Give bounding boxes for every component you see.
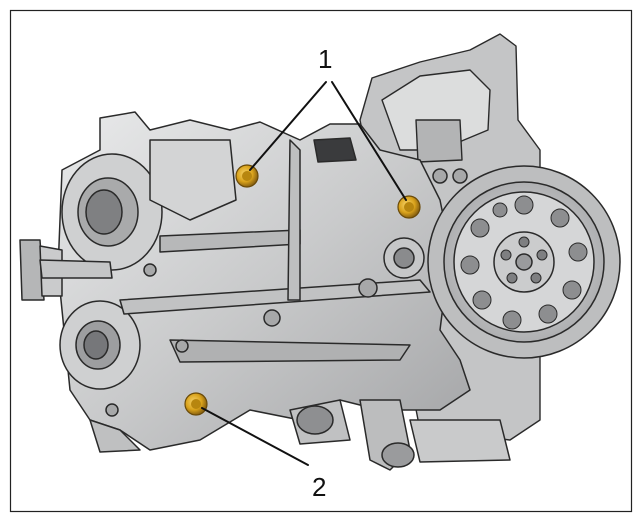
crankshaft-pulley	[427, 165, 621, 359]
leader-line-1a	[249, 81, 327, 171]
leader-lines	[201, 81, 407, 466]
callout-1-label: 1	[318, 44, 332, 74]
callout-2-label: 2	[312, 472, 326, 502]
timing-cover	[19, 111, 511, 471]
leader-line-2	[201, 407, 309, 466]
leader-line-1b	[331, 81, 407, 201]
highlighted-bolts	[184, 164, 421, 416]
